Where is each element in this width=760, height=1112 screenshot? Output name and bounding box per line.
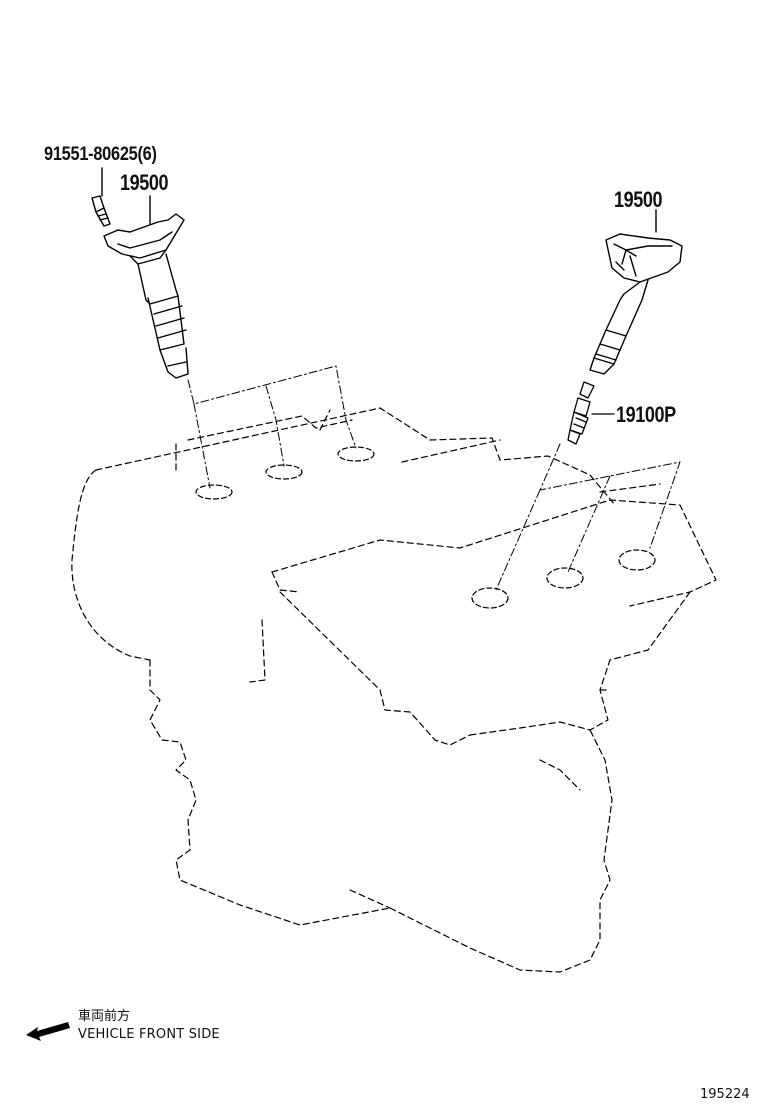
bolt-part-number: 91551-80625(6) [44, 144, 157, 165]
front-side-label-english: VEHICLE FRONT SIDE [78, 1027, 220, 1042]
coil-right-part-number: 19500 [614, 187, 663, 212]
spark-plug-part-number: 19100P [616, 402, 676, 427]
leader-lines [187, 365, 681, 591]
spark-plug [567, 381, 615, 445]
plug-holes [195, 446, 656, 609]
front-side-label-japanese: 車両前方 [78, 1009, 131, 1024]
figure-id: 195224 [700, 1087, 750, 1102]
engine-block-outline [71, 407, 717, 973]
ignition-coil-left [91, 167, 189, 379]
coil-left-part-number: 19500 [120, 170, 169, 195]
ignition-coil-right [589, 209, 683, 375]
arrow-left-icon [26, 1022, 70, 1041]
